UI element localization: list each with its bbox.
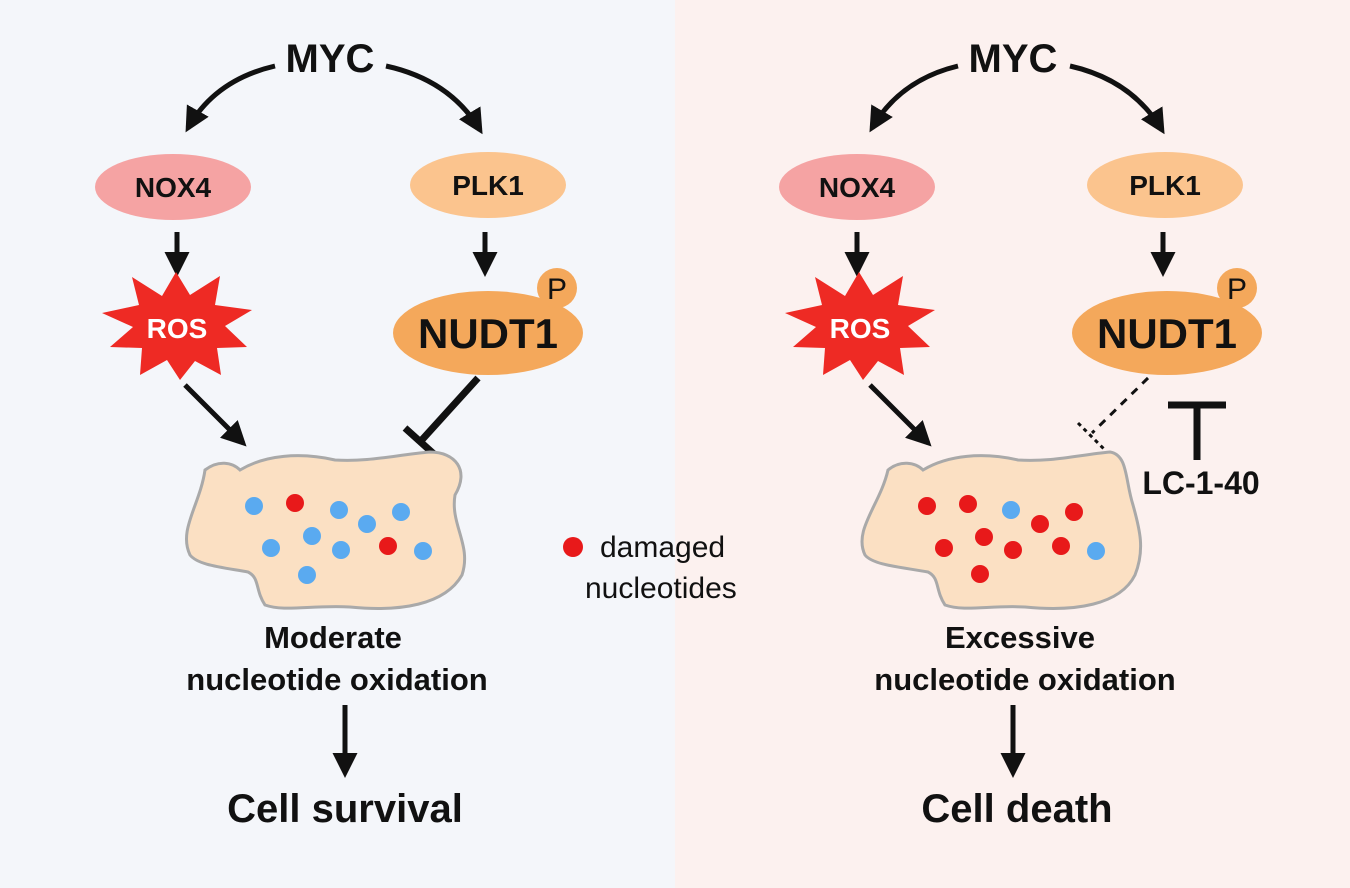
left-phospho-badge: [537, 268, 577, 308]
right-nudt1-label: NUDT1: [1097, 310, 1237, 357]
right-nox4-label: NOX4: [819, 172, 896, 203]
right-phospho-badge: [1217, 268, 1257, 308]
legend-damaged-dot-icon: [563, 537, 583, 557]
right-myc-to-plk1-arrow: [1069, 63, 1165, 135]
right-plk1-node: [1087, 152, 1243, 218]
left-nox4-node: [95, 154, 251, 220]
left-normal-nucleotide: [303, 527, 321, 545]
right-damaged-nucleotide: [935, 539, 953, 557]
left-nudt1-node: [393, 291, 583, 375]
left-normal-nucleotide: [262, 539, 280, 557]
left-ros-label: ROS: [147, 313, 208, 344]
left-oxidation-line1: Moderate: [264, 620, 402, 655]
right-damaged-nucleotide: [975, 528, 993, 546]
left-normal-nucleotide: [392, 503, 410, 521]
right-myc-to-nox4-arrow: [869, 63, 959, 133]
left-myc-to-nox4-arrow: [185, 63, 276, 133]
left-myc-to-plk1-arrow: [385, 63, 483, 135]
left-phospho-label: P: [547, 273, 567, 306]
left-plk1-label: PLK1: [452, 170, 524, 201]
left-normal-nucleotide: [245, 497, 263, 515]
left-normal-nucleotide: [298, 566, 316, 584]
right-nudt1-blocked-inhibition-bar: [1076, 421, 1107, 452]
left-damaged-nucleotide: [379, 537, 397, 555]
left-myc-label: MYC: [286, 37, 375, 81]
left-nox4-label: NOX4: [135, 172, 212, 203]
right-ros-to-cell-arrow: [868, 383, 932, 447]
right-damaged-nucleotide: [1004, 541, 1022, 559]
left-normal-nucleotide: [330, 501, 348, 519]
right-myc-label: MYC: [969, 37, 1058, 81]
legend: damaged nucleotides: [563, 531, 737, 605]
left-normal-nucleotide: [414, 542, 432, 560]
left-nudt1-inhibition-line: [417, 375, 481, 445]
left-oxidation-line2: nucleotide oxidation: [186, 662, 487, 697]
right-nox4-node: [779, 154, 935, 220]
right-outcome-label: Cell death: [921, 787, 1112, 831]
left-nucleotide-dots: [245, 494, 432, 584]
right-plk1-label: PLK1: [1129, 170, 1201, 201]
left-normal-nucleotide: [332, 541, 350, 559]
right-damaged-nucleotide: [1065, 503, 1083, 521]
right-cell-shape: [860, 450, 1143, 610]
left-ros-to-cell-arrow: [183, 383, 247, 447]
right-inhibitor-label: LC-1-40: [1142, 465, 1259, 501]
right-ros-label: ROS: [830, 313, 891, 344]
right-normal-nucleotide: [1087, 542, 1105, 560]
right-panel: MYC NOX4 PLK1 ROS NUDT1 P LC-1-40: [779, 37, 1262, 831]
right-damaged-nucleotide: [959, 495, 977, 513]
left-normal-nucleotide: [358, 515, 376, 533]
legend-line1: damaged: [600, 531, 725, 564]
right-damaged-nucleotide: [971, 565, 989, 583]
right-normal-nucleotide: [1002, 501, 1020, 519]
left-panel-background: [0, 0, 675, 888]
left-nudt1-label: NUDT1: [418, 310, 558, 357]
right-damaged-nucleotide: [1031, 515, 1049, 533]
right-damaged-nucleotide: [1052, 537, 1070, 555]
right-oxidation-line1: Excessive: [945, 620, 1095, 655]
left-cell-shape: [184, 450, 467, 610]
right-phospho-label: P: [1227, 273, 1247, 306]
right-ros-burst-icon: [785, 272, 935, 380]
right-damaged-nucleotide: [918, 497, 936, 515]
right-oxidation-line2: nucleotide oxidation: [874, 662, 1175, 697]
right-nudt1-blocked-inhibition-line: [1090, 376, 1150, 435]
legend-line2: nucleotides: [585, 572, 737, 605]
left-damaged-nucleotide: [286, 494, 304, 512]
left-panel: MYC NOX4 PLK1 ROS NUDT1 P: [95, 37, 583, 831]
left-outcome-label: Cell survival: [227, 787, 463, 831]
right-nucleotide-dots: [918, 495, 1105, 583]
right-nudt1-node: [1072, 291, 1262, 375]
left-ros-burst-icon: [102, 272, 252, 380]
left-plk1-node: [410, 152, 566, 218]
